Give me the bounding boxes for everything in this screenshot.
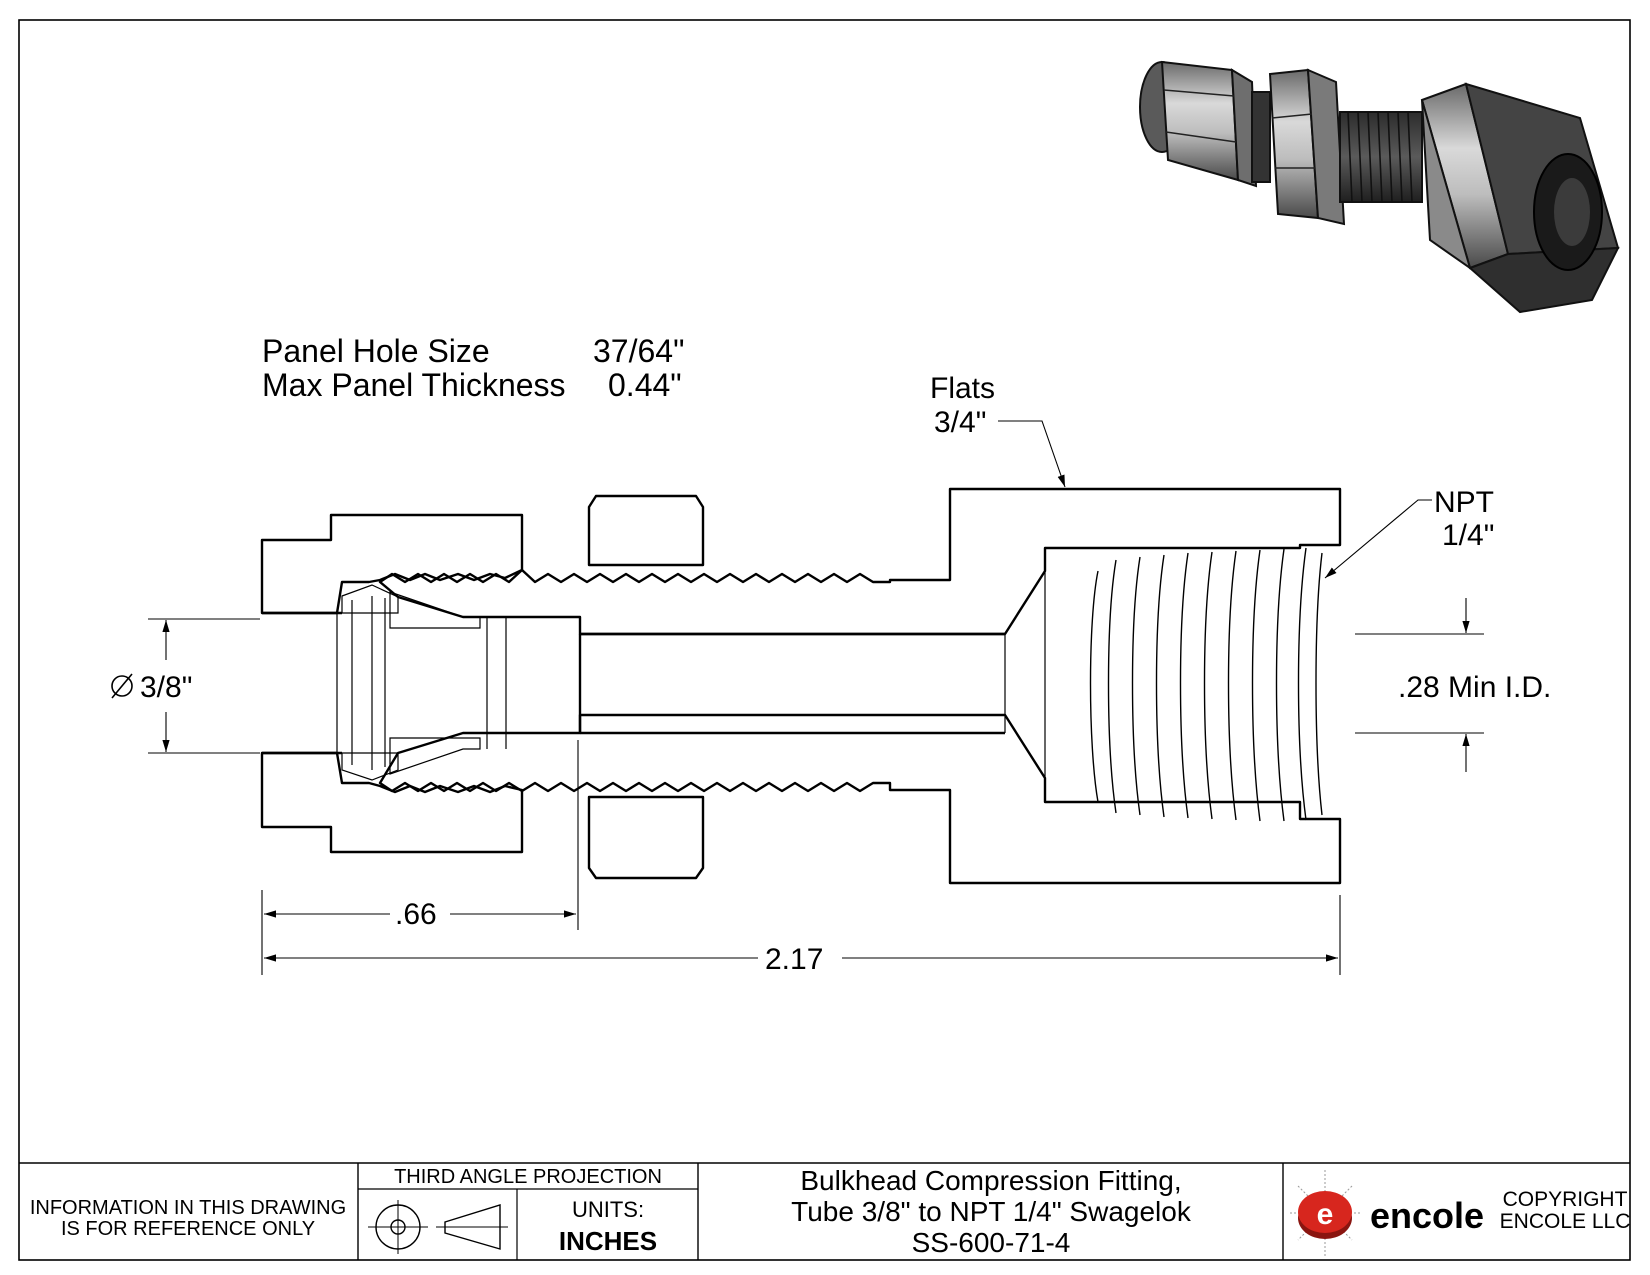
flats-title: Flats — [930, 372, 995, 405]
units-label: UNITS: — [572, 1197, 644, 1222]
npt-title: NPT — [1434, 486, 1494, 519]
title-line-1: Bulkhead Compression Fitting, — [800, 1165, 1181, 1196]
projection-label: THIRD ANGLE PROJECTION — [394, 1166, 662, 1188]
copyright-line-1: COPYRIGHT — [1503, 1188, 1628, 1211]
dimensions: 3/8" .28 Min I.D. .66 2.17 Flats 3/4" NP… — [111, 372, 1551, 976]
flats-value: 3/4" — [934, 406, 986, 439]
units-value: INCHES — [559, 1226, 657, 1256]
encole-logo-icon: e — [1290, 1170, 1362, 1258]
third-angle-projection-icon — [368, 1200, 508, 1254]
copyright-line-2: ENCOLE LLC — [1500, 1210, 1631, 1233]
min-id-label: .28 Min I.D. — [1398, 671, 1551, 704]
panel-hole-value: 37/64" — [593, 333, 684, 369]
title-line-3: SS-600-71-4 — [912, 1227, 1071, 1258]
diameter-symbol-icon — [111, 673, 133, 699]
info-line-1: INFORMATION IN THIS DRAWING — [30, 1197, 346, 1219]
title-block: INFORMATION IN THIS DRAWING IS FOR REFER… — [19, 1162, 1631, 1260]
info-line-2: IS FOR REFERENCE ONLY — [61, 1218, 315, 1240]
max-panel-thickness-label: Max Panel Thickness — [262, 367, 566, 403]
fitting-section-view — [260, 487, 1342, 885]
logo-letter: e — [1317, 1198, 1334, 1231]
dim-overall-label: 2.17 — [765, 943, 823, 976]
npt-value: 1/4" — [1442, 519, 1494, 552]
dim-short-label: .66 — [395, 898, 437, 931]
panel-hole-label: Panel Hole Size — [262, 333, 490, 369]
max-panel-thickness-value: 0.44" — [608, 367, 682, 403]
brand-name: encole — [1370, 1195, 1484, 1236]
tube-diameter-label: 3/8" — [140, 671, 192, 704]
fitting-3d-render — [1139, 60, 1620, 314]
sheet-border — [18, 19, 1631, 1261]
title-line-2: Tube 3/8" to NPT 1/4" Swagelok — [791, 1196, 1192, 1227]
